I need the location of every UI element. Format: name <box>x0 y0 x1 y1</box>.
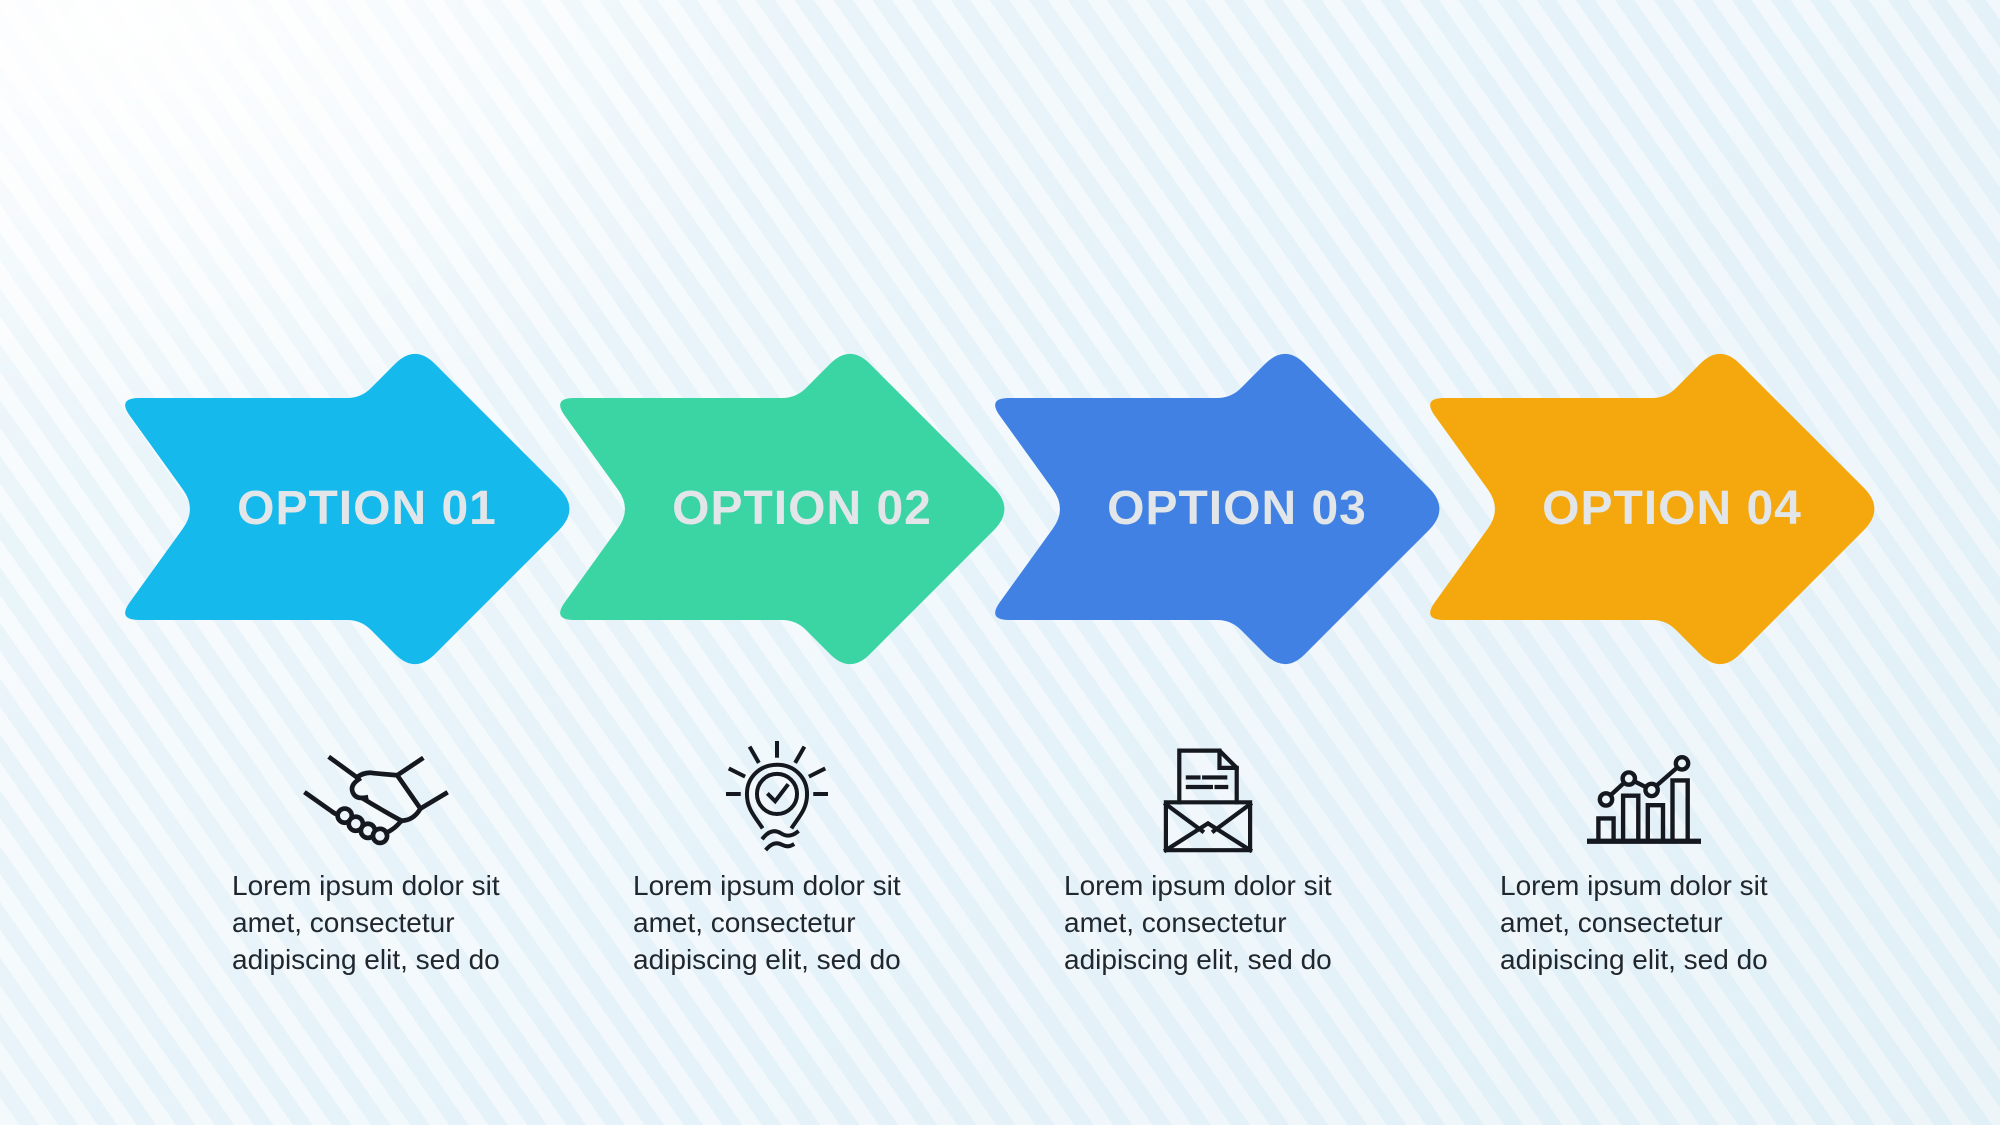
option-02-arrow: OPTION 02 <box>552 340 1016 678</box>
option-description: Lorem ipsum dolor sit amet, consectetur … <box>1500 870 1768 975</box>
option-label: OPTION 02 <box>672 482 932 535</box>
option-03-info: Lorem ipsum dolor sit amet, consectetur … <box>1058 737 1358 978</box>
option-04-arrow: OPTION 04 <box>1422 340 1886 678</box>
option-label: OPTION 03 <box>1107 482 1367 535</box>
handshake-icon <box>303 754 449 845</box>
option-04-info: Lorem ipsum dolor sit amet, consectetur … <box>1494 737 1794 978</box>
open-envelope-letter-icon <box>1162 748 1254 853</box>
option-description: Lorem ipsum dolor sit amet, consectetur … <box>232 870 500 975</box>
option-03-arrow: OPTION 03 <box>987 340 1451 678</box>
option-02-info: Lorem ipsum dolor sit amet, consectetur … <box>627 737 927 978</box>
option-description: Lorem ipsum dolor sit amet, consectetur … <box>1064 870 1332 975</box>
option-01-info: Lorem ipsum dolor sit amet, consectetur … <box>226 737 526 978</box>
lightbulb-check-icon <box>726 740 828 851</box>
option-label: OPTION 04 <box>1542 482 1802 535</box>
option-01-arrow: OPTION 01 <box>117 340 581 678</box>
option-label: OPTION 01 <box>237 482 497 535</box>
option-description: Lorem ipsum dolor sit amet, consectetur … <box>633 870 901 975</box>
bar-chart-trend-icon <box>1587 754 1701 844</box>
